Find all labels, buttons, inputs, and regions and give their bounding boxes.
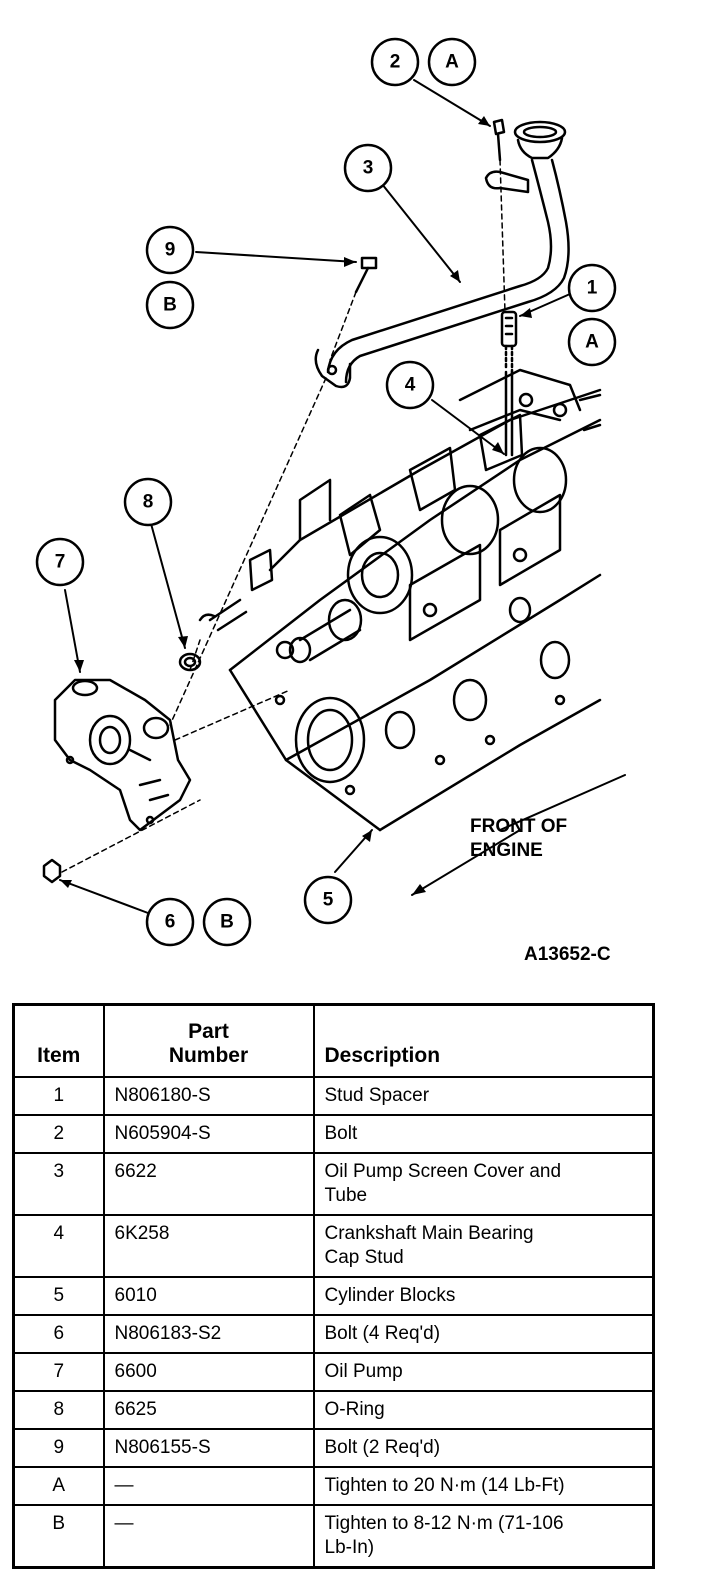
- callout-9: 9: [165, 240, 176, 261]
- cell-description: Bolt (4 Req'd): [312, 1313, 655, 1354]
- description-line: Bolt (4 Req'd): [324, 1322, 441, 1344]
- exploded-view-diagram: 2 A 3 9 B 1 A 4 8 7 6 B 5 FRONT OF ENGIN…: [35, 37, 626, 965]
- bolt-2: [492, 118, 506, 162]
- description-line: Crankshaft Main Bearing: [324, 1222, 534, 1244]
- callout-A-stud: A: [585, 332, 599, 353]
- cell-description: Cylinder Blocks: [312, 1275, 655, 1316]
- table-row: A— Tighten to 20 N·m (14 Lb-Ft): [12, 1465, 655, 1506]
- callout-5: 5: [323, 890, 334, 911]
- callout-6: 6: [165, 912, 176, 933]
- header-part-line2: Number: [168, 1043, 249, 1067]
- o-ring: [178, 652, 202, 672]
- cell-item: A: [12, 1465, 105, 1506]
- description-line: Oil Pump Screen Cover and: [324, 1160, 562, 1182]
- description-line: O-Ring: [324, 1398, 385, 1420]
- callout-7: 7: [55, 552, 66, 573]
- callout-8: 8: [143, 492, 154, 513]
- cell-part-number: 6622: [102, 1151, 315, 1216]
- cell-description: Bolt (2 Req'd): [312, 1427, 655, 1468]
- description-line: Stud Spacer: [324, 1084, 430, 1106]
- callout-A-top: A: [445, 52, 459, 73]
- cell-item: 5: [12, 1275, 105, 1316]
- cell-item: B: [12, 1503, 105, 1568]
- cell-item: 1: [12, 1075, 105, 1116]
- cell-description: O-Ring: [312, 1389, 655, 1430]
- leader-lines: [59, 79, 626, 914]
- header-item: Item: [12, 1003, 105, 1078]
- cell-part-number: N605904-S: [102, 1113, 315, 1154]
- bolt-6: [42, 858, 62, 884]
- cell-description: Bolt: [312, 1113, 655, 1154]
- callout-1: 1: [587, 278, 598, 299]
- callout-B-left: B: [163, 295, 177, 316]
- cell-part-number: 6010: [102, 1275, 315, 1316]
- callout-circles: [35, 37, 617, 947]
- cell-item: 4: [12, 1213, 105, 1278]
- oil-pump-screen-tube: [314, 120, 570, 389]
- table-header-row: Item Part Number Description: [12, 1003, 655, 1078]
- cell-description: Oil Pump: [312, 1351, 655, 1392]
- cell-description: Stud Spacer: [312, 1075, 655, 1116]
- leader-arrowheads: [60, 116, 532, 895]
- figure-id: A13652-C: [524, 944, 611, 965]
- cell-part-number: N806180-S: [102, 1075, 315, 1116]
- description-line: Cylinder Blocks: [324, 1284, 456, 1306]
- callout-B-bottom: B: [220, 912, 234, 933]
- description-line: Bolt (2 Req'd): [324, 1436, 441, 1458]
- callout-4: 4: [405, 375, 416, 396]
- cell-item: 6: [12, 1313, 105, 1354]
- description-line: Oil Pump: [324, 1360, 403, 1382]
- description-line: Tube: [324, 1184, 368, 1206]
- description-line: Bolt: [324, 1122, 358, 1144]
- cylinder-block: [198, 368, 602, 832]
- callout-3: 3: [363, 158, 374, 179]
- cell-description: Tighten to 20 N·m (14 Lb-Ft): [312, 1465, 655, 1506]
- description-line: Lb-In): [324, 1536, 375, 1558]
- bolt-9: [354, 256, 378, 294]
- cell-part-number: N806183-S2: [102, 1313, 315, 1354]
- header-part-number: Part Number: [102, 1003, 315, 1078]
- cell-part-number: 6600: [102, 1351, 315, 1392]
- description-line: Cap Stud: [324, 1246, 404, 1268]
- cell-part-number: N806155-S: [102, 1427, 315, 1468]
- cell-item: 8: [12, 1389, 105, 1430]
- stud-spacer: [500, 310, 518, 374]
- alignment-lines: [61, 159, 506, 873]
- cell-item: 9: [12, 1427, 105, 1468]
- cell-part-number: 6625: [102, 1389, 315, 1430]
- cell-part-number: —: [102, 1465, 315, 1506]
- header-part-line1: Part: [188, 1019, 229, 1043]
- description-line: Tighten to 8-12 N·m (71-106: [324, 1512, 564, 1534]
- header-description: Description: [312, 1003, 655, 1078]
- oil-pump: [53, 678, 192, 832]
- front-of-engine-label-line2: ENGINE: [470, 840, 543, 861]
- cell-part-number: 6K258: [102, 1213, 315, 1278]
- front-of-engine-label-line1: FRONT OF: [470, 816, 567, 837]
- cell-item: 3: [12, 1151, 105, 1216]
- cell-item: 7: [12, 1351, 105, 1392]
- callout-2: 2: [390, 52, 401, 73]
- description-line: Tighten to 20 N·m (14 Lb-Ft): [324, 1474, 565, 1496]
- cell-item: 2: [12, 1113, 105, 1154]
